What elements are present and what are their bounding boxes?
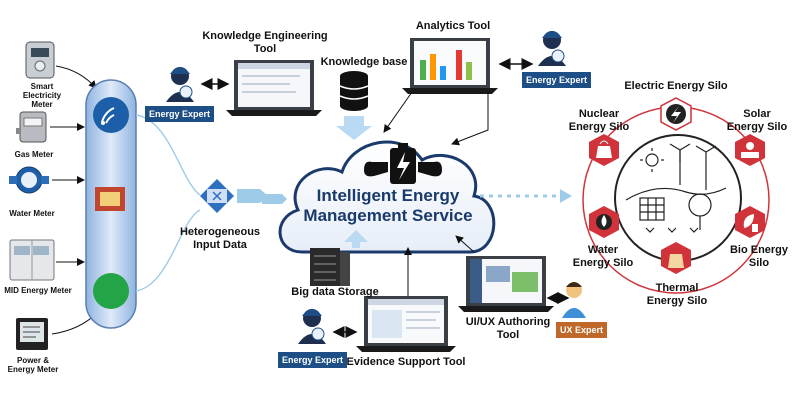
meter-hub-pill <box>85 79 137 329</box>
cloud-to-silos-arrow <box>480 189 572 203</box>
evidence-support-laptop <box>356 296 456 352</box>
knowledge-base-label: Knowledge base <box>320 56 408 68</box>
meter-label-power: Power & Energy Meter <box>7 356 59 375</box>
evidence-support-label: Evidence Support Tool <box>346 356 466 368</box>
electric-silo-label: Electric Energy Silo <box>624 80 728 92</box>
thermal-silo-label: Thermal Energy Silo <box>646 282 708 307</box>
server-rack-icon <box>310 248 350 286</box>
storage-to-cloud-arrow <box>344 230 368 248</box>
power-meter-icon <box>16 318 48 350</box>
ux-expert-avatar <box>562 282 586 318</box>
energy-expert-avatar-1 <box>166 67 194 102</box>
input-data-label: Heterogeneous Input Data <box>179 226 261 251</box>
meter-label-gas: Gas Meter <box>14 150 54 159</box>
nuclear-silo-label: Nuclear Energy Silo <box>568 108 630 133</box>
water-meter-icon <box>9 166 49 194</box>
energy-landscape-icon <box>625 143 727 233</box>
mid-meter-icon <box>9 239 55 281</box>
meter-label-water: Water Meter <box>9 209 55 218</box>
thermal-silo-hex <box>661 242 691 274</box>
analytics-label: Analytics Tool <box>415 20 491 32</box>
water-silo-label: Water Energy Silo <box>572 244 634 269</box>
input-data-icon <box>200 179 287 213</box>
energy-expert-badge-1: Energy Expert <box>145 106 215 122</box>
nuclear-silo-hex <box>589 134 619 166</box>
data-flow-lines <box>135 114 201 292</box>
gas-meter-icon <box>16 111 47 143</box>
tool-cloud-arrows <box>383 91 489 296</box>
cloud-service-label: Intelligent Energy Management Service <box>303 186 473 226</box>
water-silo-hex <box>589 206 619 238</box>
kb-to-cloud-arrow <box>336 116 372 140</box>
ui-ux-label: UI/UX Authoring Tool <box>465 316 551 341</box>
solar-silo-label: Solar Energy Silo <box>726 108 788 133</box>
bio-silo-label: Bio Energy Silo <box>729 244 789 269</box>
expert-tool-arrows <box>200 58 570 338</box>
energy-expert-avatar-3 <box>298 309 326 344</box>
energy-expert-avatar-2 <box>538 31 566 66</box>
meter-label-smart: Smart Electricity Meter <box>22 82 62 110</box>
big-data-label: Big data Storage <box>291 286 379 298</box>
bio-silo-hex <box>735 206 765 238</box>
electric-silo-hex <box>660 97 692 131</box>
solar-silo-hex <box>735 134 765 166</box>
knowledge-engineering-laptop <box>226 60 322 116</box>
battery-icon <box>364 143 442 184</box>
energy-expert-badge-3: Energy Expert <box>278 352 348 368</box>
analytics-laptop <box>402 38 498 94</box>
database-icon <box>339 71 369 111</box>
energy-expert-badge-2: Energy Expert <box>522 72 592 88</box>
ui-ux-laptop <box>458 256 554 312</box>
smart-meter-icon <box>25 41 55 79</box>
meter-label-mid: MID Energy Meter <box>4 286 72 295</box>
knowledge-engineering-label: Knowledge Engineering Tool <box>202 30 328 55</box>
ux-expert-badge: UX Expert <box>556 322 608 338</box>
